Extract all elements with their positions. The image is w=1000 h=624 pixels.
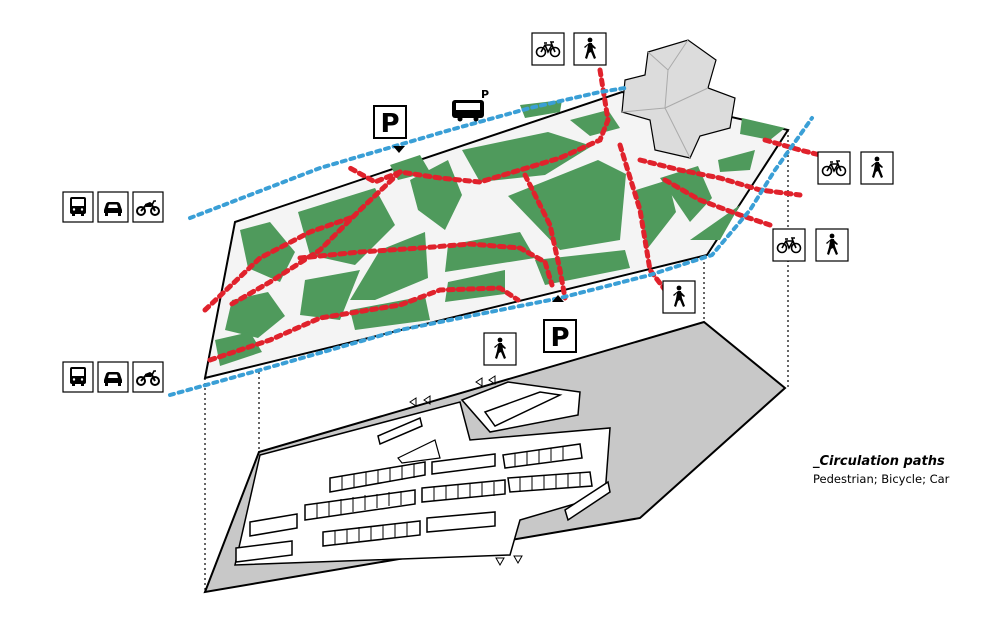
underground-parking-level bbox=[203, 320, 787, 594]
pedestrian-sign-right bbox=[662, 280, 696, 314]
bike-pedestrian-sign-right-upper bbox=[817, 151, 894, 185]
bus-stop-sign: P bbox=[452, 88, 489, 122]
legend-subtitle: Pedestrian; Bicycle; Car bbox=[813, 472, 950, 486]
bus-stop-letter: P bbox=[481, 88, 489, 101]
legend-title: _Circulation paths bbox=[813, 454, 945, 469]
bus-icon bbox=[452, 100, 484, 122]
projection-lines bbox=[204, 130, 789, 590]
pedestrian-routes bbox=[202, 67, 823, 363]
bike-pedestrian-sign-right-lower bbox=[772, 228, 849, 262]
parking-stall-rows bbox=[235, 391, 611, 563]
parking-entry-marker bbox=[393, 146, 405, 153]
access-arrows bbox=[409, 375, 523, 567]
vehicle-sign-group-upper bbox=[62, 191, 164, 223]
vehicle-sign-group-lower bbox=[62, 361, 164, 393]
parking-sign-bottom: P bbox=[543, 319, 577, 353]
building-cluster bbox=[621, 39, 736, 159]
parking-sign-letter: P bbox=[550, 323, 569, 353]
bus-icon bbox=[70, 197, 86, 216]
entrance-island bbox=[397, 439, 441, 464]
park-slab bbox=[203, 90, 790, 380]
vehicle-routes bbox=[168, 86, 814, 397]
parking-sign-top: P bbox=[373, 105, 407, 139]
pedestrian-sign-bottom bbox=[483, 332, 517, 366]
bus-icon bbox=[70, 367, 86, 386]
parking-entry-marker bbox=[552, 295, 564, 302]
park-ground-level bbox=[168, 39, 823, 397]
stall-divider-lines bbox=[316, 447, 581, 544]
legend: _Circulation paths Pedestrian; Bicycle; … bbox=[813, 454, 993, 486]
bike-pedestrian-sign-top bbox=[531, 32, 607, 66]
parking-sign-letter: P bbox=[380, 109, 399, 139]
